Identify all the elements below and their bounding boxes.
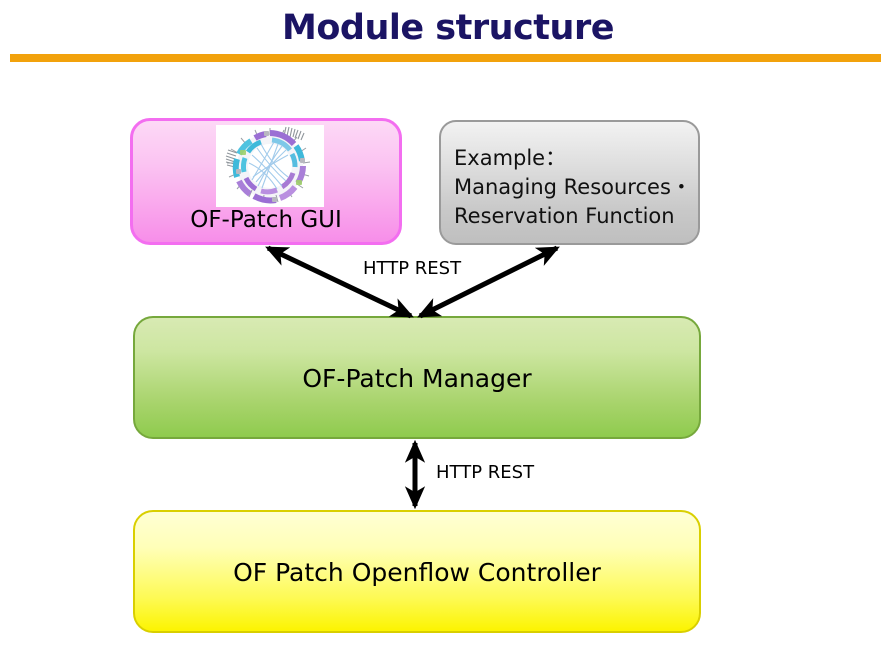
connector-manager-to-controller-label: HTTP REST — [436, 462, 535, 483]
node-example-line-3: Reservation Function — [454, 204, 675, 228]
node-example-line-2: Managing Resources・ — [454, 175, 692, 199]
node-example[interactable]: Example： Managing Resources・ Reservation… — [439, 120, 700, 245]
connector-gui-to-manager-label: HTTP REST — [363, 258, 462, 279]
circos-network-diagram-icon — [216, 125, 324, 207]
node-of-patch-gui-label: OF-Patch GUI — [190, 207, 342, 233]
title-divider-rule — [10, 54, 881, 62]
node-of-patch-manager-label: OF-Patch Manager — [302, 364, 532, 393]
node-of-patch-manager[interactable]: OF-Patch Manager — [133, 316, 701, 439]
node-openflow-controller-label: OF Patch Openflow Controller — [233, 558, 601, 587]
page-title: Module structure — [282, 8, 614, 48]
node-openflow-controller[interactable]: OF Patch Openflow Controller — [133, 510, 701, 633]
node-example-line-1: Example： — [454, 146, 567, 170]
node-example-text: Example： Managing Resources・ Reservation… — [454, 144, 692, 231]
node-of-patch-gui[interactable]: OF-Patch GUI — [130, 118, 402, 245]
